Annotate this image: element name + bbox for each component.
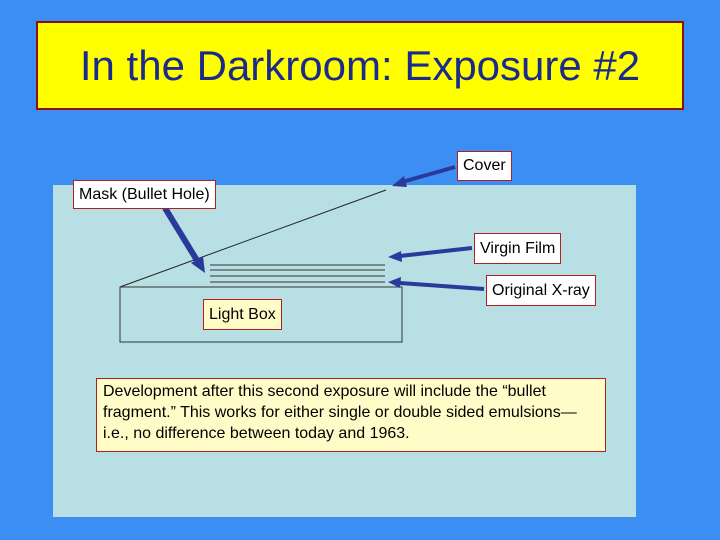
- development-note: Development after this second exposure w…: [96, 378, 606, 452]
- virgin-film-label: Virgin Film: [474, 233, 562, 264]
- light-box-label-text: Light Box: [209, 305, 276, 323]
- mask-label-text: Mask (Bullet Hole): [79, 185, 210, 203]
- light-box-rect: [119, 286, 403, 343]
- mask-arrow: [162, 206, 205, 273]
- original-xray-label-text: Original X-ray: [492, 281, 590, 299]
- original-xray-label: Original X-ray: [486, 275, 596, 306]
- cover-label-text: Cover: [463, 157, 506, 174]
- cover-line: [119, 189, 387, 288]
- light-box-label: Light Box: [203, 299, 282, 330]
- virgin-film-arrow: [388, 246, 473, 262]
- original-xray-arrow: [388, 277, 485, 291]
- title-box: In the Darkroom: Exposure #2: [36, 21, 684, 110]
- virgin-film-label-text: Virgin Film: [480, 239, 556, 257]
- slide-title: In the Darkroom: Exposure #2: [79, 41, 641, 89]
- cover-label: Cover: [457, 151, 512, 181]
- mask-label: Mask (Bullet Hole): [73, 180, 216, 209]
- development-note-text: Development after this second exposure w…: [103, 383, 577, 442]
- cover-arrow: [392, 165, 456, 187]
